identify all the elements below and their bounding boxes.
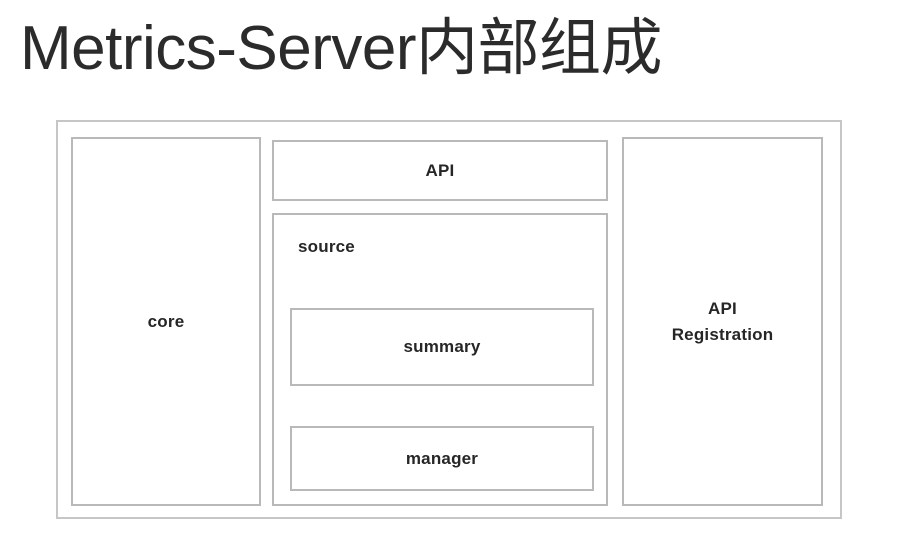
api-block xyxy=(272,140,608,201)
api-registration-block-label: API Registration xyxy=(622,137,823,506)
api-registration-line-1: API xyxy=(708,298,737,318)
summary-block xyxy=(290,308,594,386)
api-registration-block xyxy=(622,137,823,506)
source-block-label: source xyxy=(298,237,355,256)
summary-block-label: summary xyxy=(403,337,481,356)
manager-block xyxy=(290,426,594,491)
api-block-label: API xyxy=(425,160,455,180)
api-registration-line-2: Registration xyxy=(671,324,774,344)
core-block-label: core xyxy=(147,311,185,331)
page-title: Metrics-Server内部组成 xyxy=(20,14,663,83)
core-block xyxy=(71,137,261,506)
manager-block-label: manager xyxy=(405,448,479,468)
